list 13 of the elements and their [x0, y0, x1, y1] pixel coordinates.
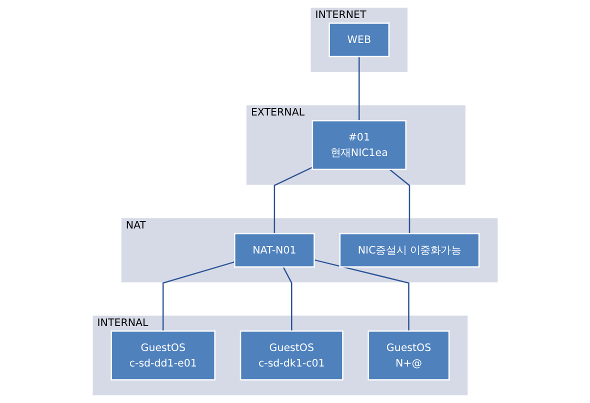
node-box: WEB [328, 22, 390, 58]
node-box: GuestOS c-sd-dk1-c01 [240, 330, 344, 380]
node-box: NIC증설시 이중화가능 [339, 232, 480, 268]
node-box: GuestOS N+@ [368, 330, 450, 380]
connector [282, 266, 292, 332]
connector [274, 166, 312, 234]
node-box: NAT-N01 [234, 232, 315, 268]
connector [314, 259, 410, 332]
connector [388, 168, 410, 234]
connector [162, 261, 235, 332]
node-box: #01 현재NIC1ea [312, 120, 406, 170]
node-box: GuestOS c-sd-dd1-e01 [110, 330, 216, 380]
connector [358, 56, 360, 121]
